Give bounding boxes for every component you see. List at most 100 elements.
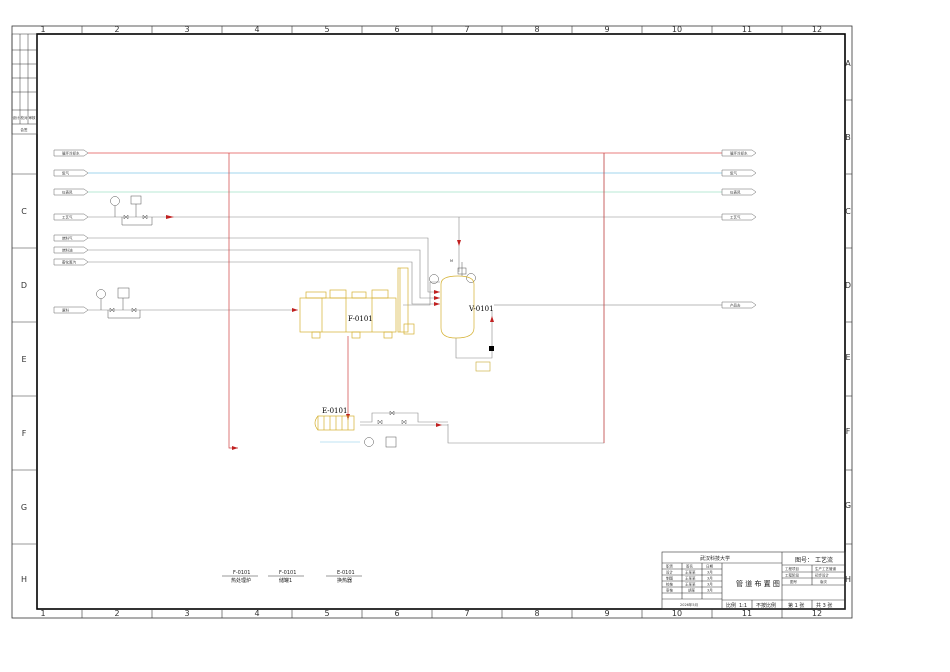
row-label: B — [845, 133, 851, 142]
col-label: 9 — [604, 25, 609, 34]
sign-date: 3月 — [707, 576, 713, 581]
project-info: 工程阶段 — [785, 573, 799, 578]
drawing-date: 2026年5月 — [680, 602, 698, 607]
signature: 胡某 — [688, 588, 696, 593]
right-stream-labels: 循环冷却水 氮气 仪表风 工艺气 产品去 — [730, 151, 748, 308]
stream-label: 产品去 — [730, 303, 741, 308]
title-block-roles: 职责 设计 制图 校核 审核 签名 王某某 王某某 王某某 胡某 日期 3月 3… — [666, 564, 836, 608]
stream-label: 燃料油 — [62, 248, 73, 253]
vessel-tag: V-0101 — [468, 305, 494, 313]
signature: 王某某 — [685, 582, 696, 587]
legend-tag: F-0101 — [233, 570, 250, 576]
flow-arrow — [292, 308, 298, 312]
equipment-legend: F-0101 热处理炉 F-0101 储罐1 E-0101 换热器 — [222, 570, 362, 584]
stream-label: 工艺气 — [62, 215, 73, 220]
stream-label: 仪表风 — [730, 190, 741, 195]
drawing-title: 管 道 布 置 图 — [736, 579, 780, 588]
inner-frame — [36, 33, 846, 610]
flow-arrow — [490, 316, 494, 322]
project-info: 生产工艺管道 — [815, 566, 836, 571]
row-label: H — [845, 575, 851, 584]
row-label: E — [845, 353, 850, 362]
project-info: 初步设计 — [815, 573, 829, 578]
row-label: E — [21, 355, 26, 364]
side-table-header: 审核 — [29, 115, 36, 120]
scale-value: 1:1 — [739, 603, 747, 609]
cooling-water-supply — [228, 153, 238, 449]
col-label: 7 — [464, 25, 469, 34]
row-label: D — [845, 281, 851, 290]
stream-label: 雾化蒸汽 — [62, 260, 76, 265]
vessel-instruments — [429, 262, 476, 284]
row-ticks — [12, 99, 852, 545]
sign-date: 3月 — [707, 588, 713, 593]
scale-note: 不按比例 — [756, 602, 776, 609]
col-label: 2 — [114, 25, 119, 34]
exchanger-bypass — [360, 412, 448, 423]
furnace-vessel-line — [403, 281, 440, 306]
title-block — [661, 551, 846, 610]
legend-name: 热处理炉 — [231, 577, 251, 584]
col-label: 10 — [672, 609, 682, 618]
col-label: 1 — [40, 25, 45, 34]
legend-tag: F-0101 — [279, 570, 296, 576]
flow-arrow — [457, 240, 461, 246]
legend-name: 储罐1 — [279, 577, 292, 584]
col-label: 8 — [534, 25, 539, 34]
fuel-oil-line — [88, 249, 440, 299]
furnace-f0101 — [299, 267, 415, 339]
col-label: 3 — [184, 25, 189, 34]
figure-no-label: 图号： — [795, 557, 813, 564]
col-label: 12 — [812, 609, 822, 618]
mixer-marker: M — [450, 259, 453, 263]
right-stream-flags — [721, 149, 757, 309]
col-label: 6 — [394, 609, 399, 618]
sign-date: 3月 — [707, 582, 713, 587]
col-label: 4 — [254, 25, 259, 34]
col-label: 11 — [742, 609, 752, 618]
sign-date: 日期 — [706, 564, 714, 569]
sheet-total: 共 3 张 — [816, 602, 832, 609]
row-label: C — [845, 207, 851, 216]
side-table-footer: 会签 — [21, 127, 28, 132]
left-stream-labels: 循环冷却水 氮气 仪表风 工艺气 燃料气 燃料油 雾化蒸汽 原料 — [62, 151, 80, 313]
sheet-number: 第 1 张 — [788, 602, 804, 609]
cooling-water-return — [447, 153, 605, 444]
outer-frame — [11, 25, 853, 619]
side-table-text: 设计 校对 审核 会签 — [13, 115, 36, 132]
left-stream-flags — [53, 149, 89, 314]
col-label: 10 — [672, 25, 682, 34]
col-label: 12 — [812, 25, 822, 34]
side-table — [11, 33, 38, 135]
stream-label: 工艺气 — [730, 215, 741, 220]
drain-valve — [489, 346, 494, 351]
vessel-inlet-arrows — [166, 215, 440, 306]
stream-label: 原料 — [62, 308, 69, 313]
vessel-bottom-line — [455, 310, 493, 359]
figure-no: 工艺流 — [815, 556, 833, 564]
pump — [475, 361, 491, 372]
side-table-header: 设计 — [13, 115, 20, 120]
flow-arrow — [436, 423, 442, 427]
row-label: D — [21, 281, 27, 290]
stream-label: 循环冷却水 — [62, 151, 80, 156]
vessel-v0101 — [440, 275, 475, 339]
column-labels-bottom: 1 2 3 4 5 6 7 8 9 10 11 12 — [40, 609, 822, 618]
col-label: 5 — [324, 25, 329, 34]
row-label: G — [21, 503, 27, 512]
steam-line — [88, 261, 440, 305]
legend-name: 换热器 — [337, 577, 352, 584]
project-info: 图号 — [790, 579, 798, 584]
col-label: 1 — [40, 609, 45, 618]
stream-label: 氮气 — [62, 171, 69, 176]
col-label: 7 — [464, 609, 469, 618]
role: 审核 — [666, 588, 674, 593]
signature: 王某某 — [685, 570, 696, 575]
signature: 签名 — [686, 564, 693, 569]
role: 制图 — [666, 576, 674, 581]
legend-tag: E-0101 — [337, 570, 355, 576]
title-block-footer: 比例 1:1 不按比例 第 1 张 共 3 张 — [726, 602, 832, 609]
col-label: 4 — [254, 609, 259, 618]
school-name: 武汉科技大学 — [700, 555, 730, 562]
